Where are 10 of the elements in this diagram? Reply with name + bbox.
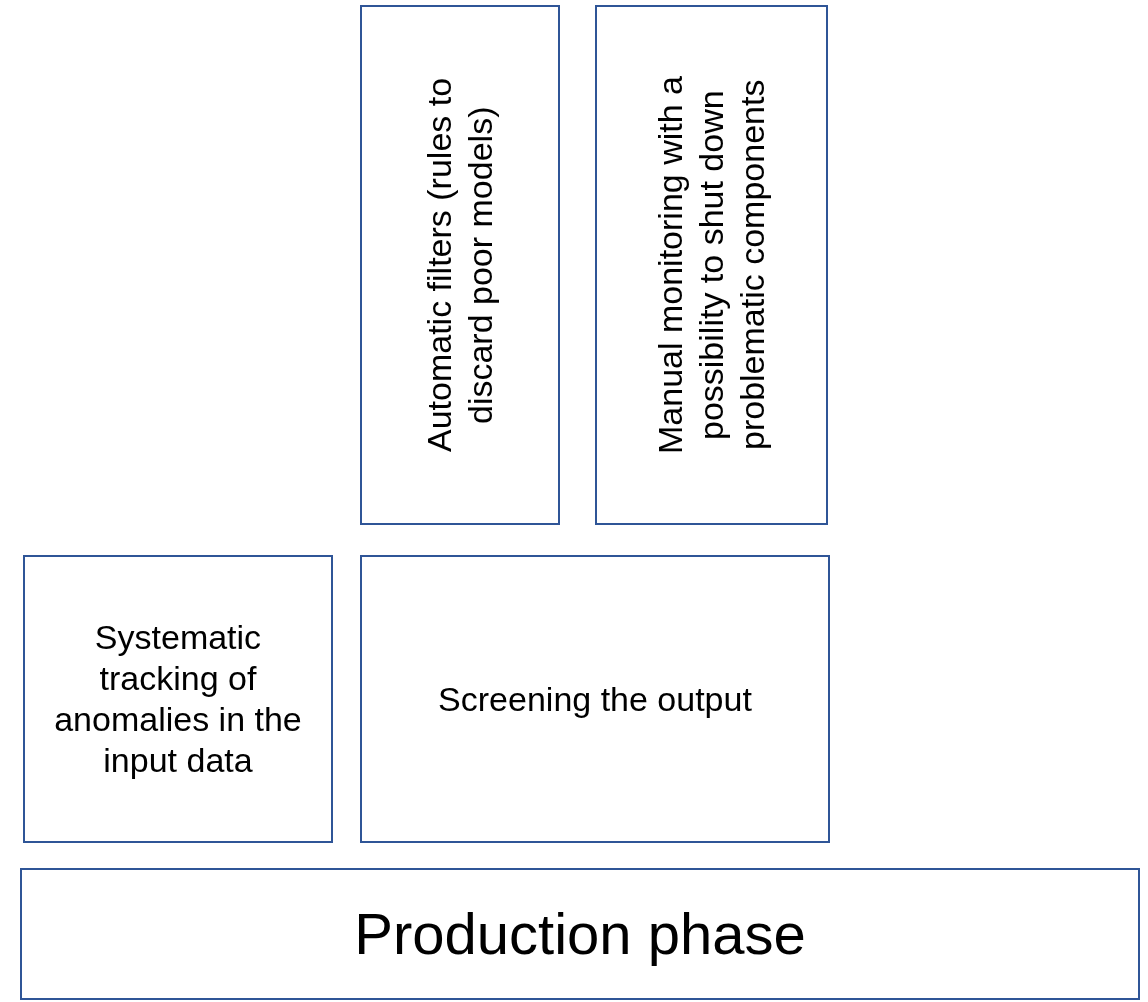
box-label: Production phase <box>354 900 806 969</box>
box-label: Systematic tracking of anomalies in the input data <box>53 617 303 781</box>
process-box <box>595 5 828 525</box>
process-box <box>23 555 333 843</box>
box-label: Screening the output <box>438 678 752 720</box>
process-box <box>20 868 1140 1000</box>
box-label: Automatic filters (rules to discard poor models) <box>419 76 500 455</box>
box-label: Manual monitoring with a possibility to shut down problematic components <box>650 75 772 456</box>
process-box <box>360 5 560 525</box>
process-box <box>360 555 830 843</box>
